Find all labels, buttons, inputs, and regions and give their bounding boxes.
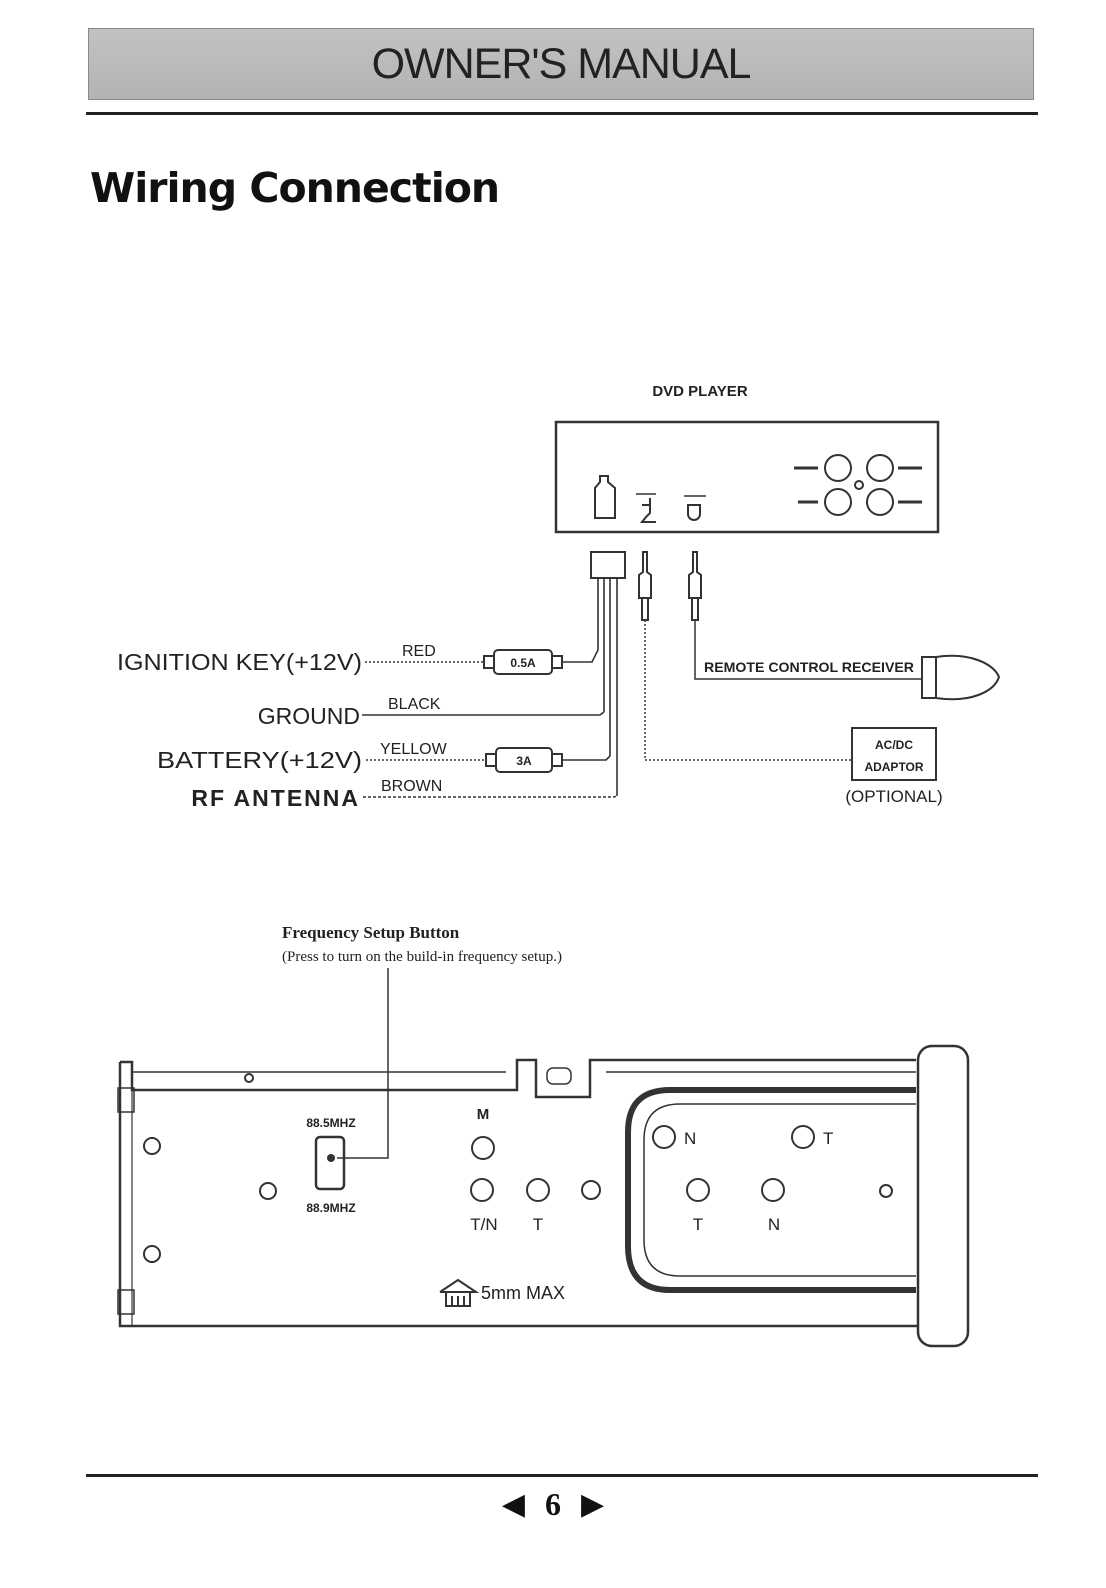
faceplate [918, 1046, 968, 1346]
depth-icon [440, 1280, 476, 1306]
label-n-top: N [684, 1129, 696, 1148]
freq-top-label: 88.5MHZ [306, 1116, 355, 1130]
page-navigation: ◀ 6 ▶ [0, 1483, 1106, 1523]
right-triangle-icon[interactable]: ▶ [581, 1487, 604, 1522]
dc-plug-icon [639, 552, 651, 598]
ground-label: GROUND [258, 703, 360, 729]
battery-label: BATTERY(+12V) [157, 747, 362, 773]
red-wire-label: RED [402, 643, 436, 660]
adaptor-label-line1: AC/DC [875, 738, 913, 752]
left-triangle-icon[interactable]: ◀ [502, 1487, 525, 1522]
remote-plug-icon [689, 552, 701, 598]
label-n-bottom: N [768, 1215, 780, 1234]
label-t-bottom: T [693, 1215, 703, 1234]
label-m: M [477, 1106, 490, 1123]
frequency-switch [316, 1137, 344, 1189]
yellow-wire-label: YELLOW [380, 741, 448, 758]
antenna-label: RF ANTENNA [191, 785, 360, 811]
black-wire-label: BLACK [388, 696, 441, 713]
fuse-battery-label: 3A [516, 754, 532, 768]
adaptor-optional-label: (OPTIONAL) [845, 787, 942, 806]
freq-button-title: Frequency Setup Button [282, 923, 460, 942]
brown-wire-label: BROWN [381, 778, 442, 795]
dc-jack-icon [642, 498, 656, 522]
power-socket-icon [595, 476, 615, 518]
rca-jack-icon [867, 455, 893, 481]
page-number: 6 [545, 1486, 561, 1523]
footer-rule [86, 1474, 1038, 1477]
label-tn: T/N [470, 1215, 497, 1234]
freq-bottom-label: 88.9MHZ [306, 1201, 355, 1215]
freq-button-desc: (Press to turn on the build-in frequency… [282, 949, 562, 965]
remote-receiver-label: REMOTE CONTROL RECEIVER [704, 659, 914, 675]
label-t-left: T [533, 1215, 543, 1234]
adaptor-label-line2: ADAPTOR [864, 760, 923, 774]
label-t-top: T [823, 1129, 833, 1148]
rca-jack-icon [825, 455, 851, 481]
harness-connector [591, 552, 625, 578]
rca-jack-icon [825, 489, 851, 515]
ignition-label: IGNITION KEY(+12V) [117, 649, 362, 675]
remote-jack-icon [688, 505, 700, 520]
rca-jack-icon [867, 489, 893, 515]
max-depth-label: 5mm MAX [481, 1283, 565, 1303]
remote-receiver-icon [922, 656, 999, 699]
dvd-player-label: DVD PLAYER [652, 383, 747, 400]
fuse-ignition-label: 0.5A [510, 656, 536, 670]
